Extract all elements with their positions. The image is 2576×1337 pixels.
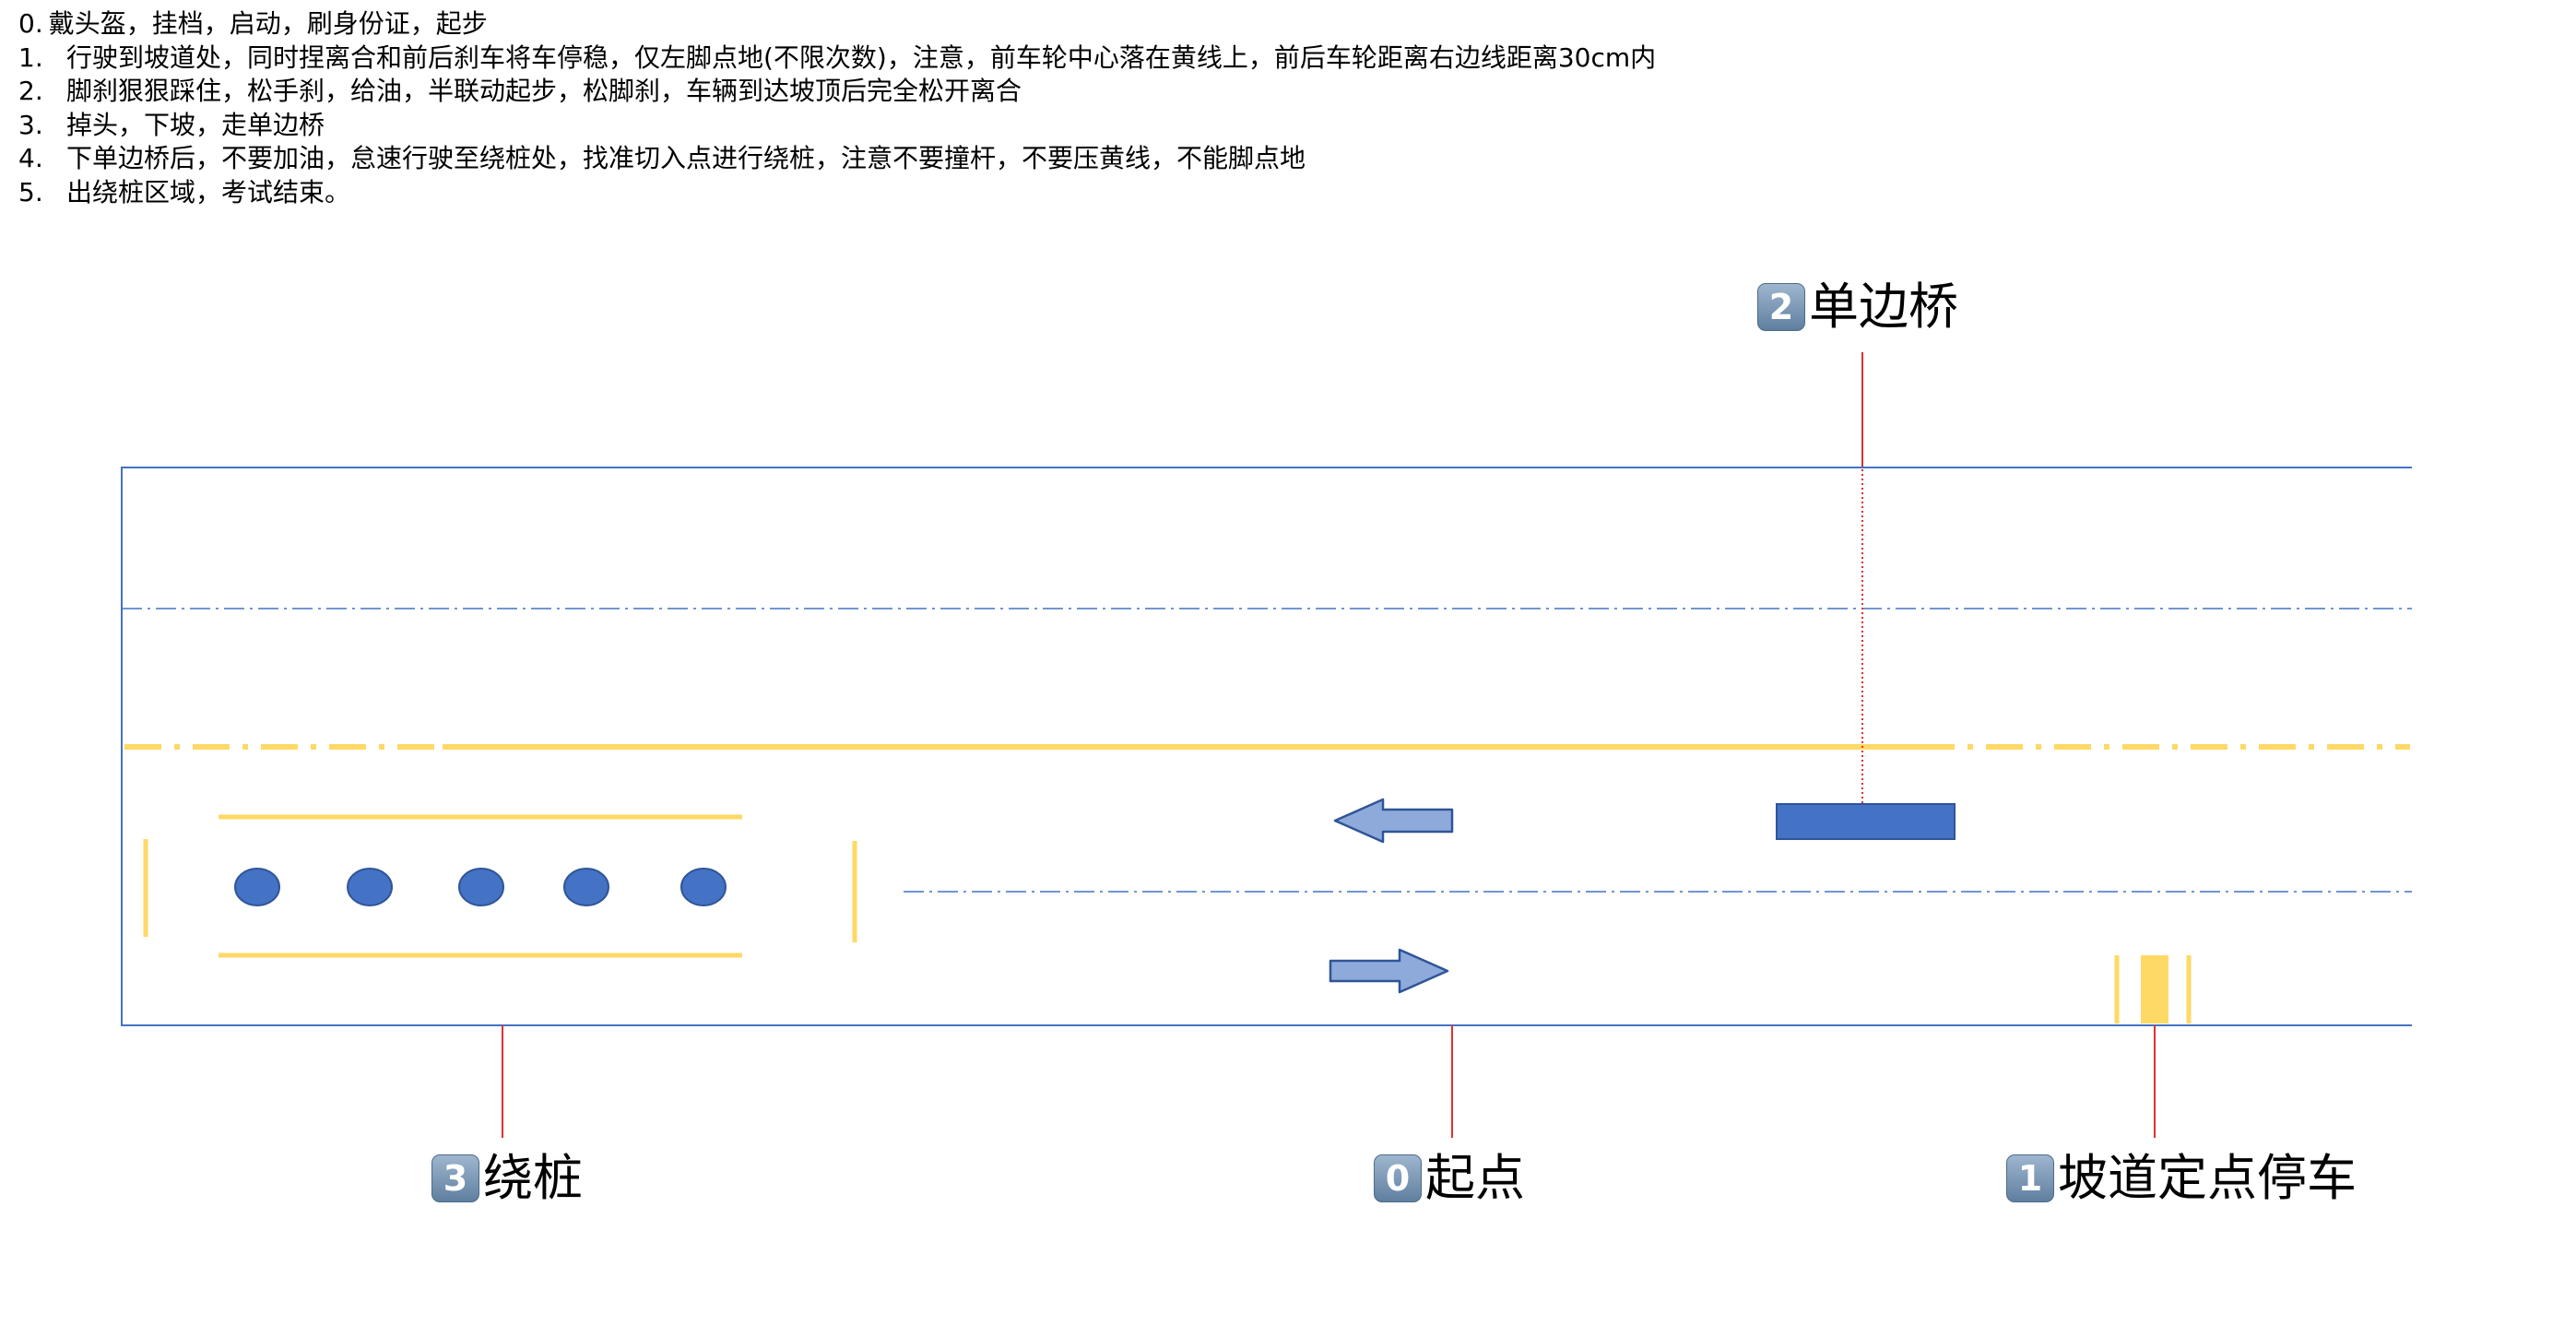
- slalom-pole: [458, 868, 504, 906]
- step-text: 戴头盔，挂档，启动，刷身份证，起步: [48, 8, 488, 39]
- label-text: 单边桥: [1809, 278, 1958, 336]
- arrow-right-icon: [1329, 948, 1449, 994]
- step-text: 掉头，下坡，走单边桥: [66, 109, 325, 140]
- slalom-zone: [143, 814, 857, 958]
- instruction-list: 0.戴头盔，挂档，启动，刷身份证，起步 1. 行驶到坡道处，同时捏离合和前后刹车将…: [18, 7, 1656, 209]
- step-5: 5. 出绕桩区域，考试结束。: [18, 176, 1656, 210]
- single-bridge-plank: [1776, 803, 1956, 840]
- label-ramp: 1 坡道定点停车: [2006, 1150, 2357, 1207]
- ramp-marker-block: [2141, 955, 2168, 1023]
- step-text: 脚刹狠狠踩住，松手刹，给油，半联动起步，松脚刹，车辆到达坡顶后完全松开离合: [66, 76, 1022, 106]
- step-1: 1. 行驶到坡道处，同时捏离合和前后刹车将车停稳，仅左脚点地(不限次数)，注意，前…: [18, 41, 1656, 76]
- step-2: 2. 脚刹狠狠踩住，松手刹，给油，半联动起步，松脚刹，车辆到达坡顶后完全松开离合: [18, 75, 1656, 109]
- ramp-stop-marker: [2114, 955, 2192, 1023]
- label-start: 0 起点: [1374, 1150, 1525, 1207]
- number-badge-icon: 2: [1757, 283, 1805, 331]
- step-text: 出绕桩区域，考试结束。: [66, 176, 351, 207]
- slalom-pole: [347, 868, 393, 906]
- slalom-pole: [680, 868, 727, 906]
- step-number: 4.: [18, 143, 43, 173]
- step-number: 0.: [18, 8, 43, 39]
- step-number: 5.: [18, 176, 43, 207]
- slalom-pole: [234, 868, 280, 906]
- number-badge-icon: 3: [431, 1154, 479, 1202]
- step-number: 2.: [18, 76, 43, 106]
- step-number: 3.: [18, 109, 43, 140]
- step-text: 下单边桥后，不要加油，怠速行驶至绕桩处，找准切入点进行绕桩，注意不要撞杆，不要压…: [66, 143, 1306, 173]
- step-text: 行驶到坡道处，同时捏离合和前后刹车将车停稳，仅左脚点地(不限次数)，注意，前车轮…: [66, 41, 1657, 73]
- step-0: 0.戴头盔，挂档，启动，刷身份证，起步: [18, 7, 1656, 41]
- course-border: [121, 467, 2412, 1026]
- label-bridge: 2 单边桥: [1757, 278, 1958, 336]
- arrow-left-icon: [1333, 798, 1454, 844]
- step-3: 3. 掉头，下坡，走单边桥: [18, 109, 1656, 143]
- label-text: 起点: [1425, 1149, 1525, 1207]
- label-text: 绕桩: [483, 1149, 583, 1207]
- number-badge-icon: 1: [2006, 1154, 2054, 1202]
- step-number: 1.: [18, 41, 43, 73]
- slalom-pole: [563, 868, 609, 906]
- number-badge-icon: 0: [1374, 1154, 1422, 1202]
- label-slalom: 3 绕桩: [431, 1150, 583, 1207]
- label-text: 坡道定点停车: [2058, 1149, 2357, 1207]
- step-4: 4. 下单边桥后，不要加油，怠速行驶至绕桩处，找准切入点进行绕桩，注意不要撞杆，不…: [18, 142, 1656, 176]
